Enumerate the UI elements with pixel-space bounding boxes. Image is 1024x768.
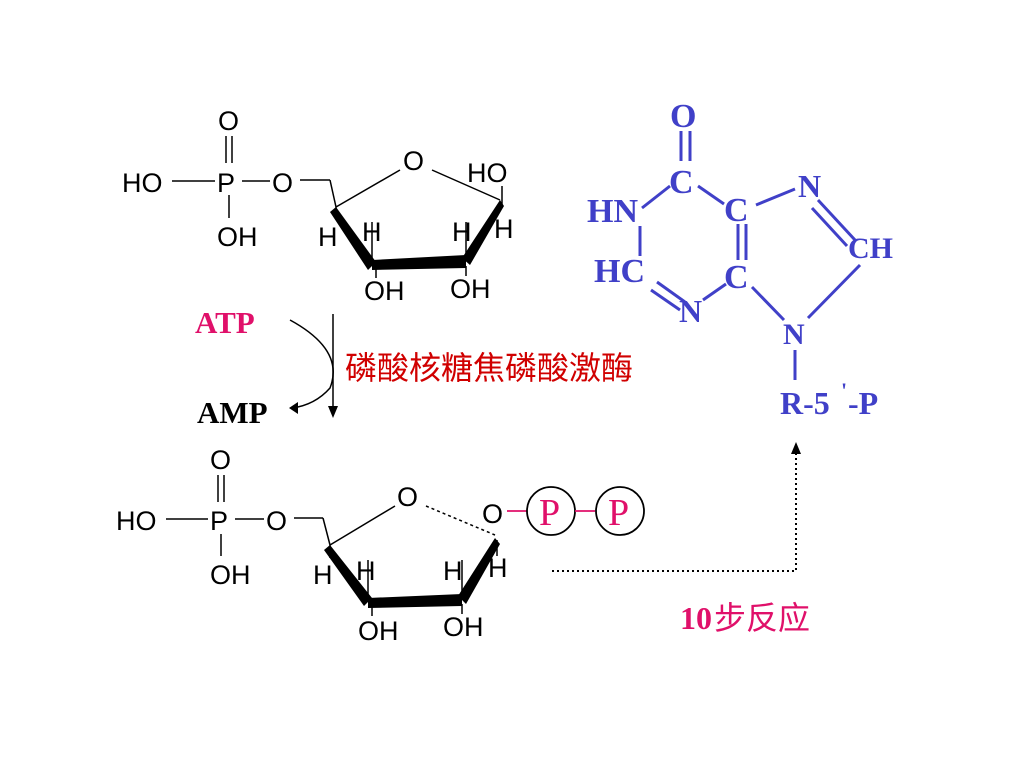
prpp-phosphate-oh: OH: [210, 560, 251, 590]
pyrophosphate-circle-2: [595, 486, 645, 536]
imp-n3-c2-bond-a: [656, 280, 686, 304]
prpp-ringo-c1-bond: [425, 505, 496, 536]
amp-label: AMP: [197, 395, 268, 430]
main-arrow-head: [328, 406, 338, 418]
prpp-c1-h: H: [488, 553, 508, 583]
imp-c4: C: [724, 259, 749, 296]
imp-hc2: HC: [594, 253, 645, 290]
prpp-phosphate-double-o: O: [210, 445, 231, 475]
prpp-c5-c4-bond: [322, 517, 331, 546]
imp-c8-n9-bond: [806, 263, 862, 320]
imp-phosphate: -P: [848, 385, 878, 421]
c2-oh: OH: [450, 274, 491, 304]
imp-n9: N: [783, 318, 805, 351]
imp-c6-n1-bond: [641, 184, 671, 210]
prpp-phosphate-ho: HO: [116, 506, 157, 536]
imp-c4-n9-bond: [750, 285, 786, 322]
prpp-c3-h: H: [356, 556, 376, 586]
pyrophosphate-p2: P: [608, 492, 629, 534]
bridge-oxygen: O: [272, 168, 293, 198]
prpp-c2-c1-wedge: [458, 538, 500, 604]
prpp-c1-oxygen: O: [482, 499, 503, 529]
ringo-c1-bond: [431, 169, 501, 201]
pathway-arrow: 10 步反应: [552, 442, 810, 636]
imp-c6-c5-bond: [697, 184, 725, 206]
prpp-c2-h: H: [443, 556, 463, 586]
prpp-c4-ringo-bond: [329, 505, 396, 546]
imp-n7-c8-bond-a: [816, 198, 857, 242]
imp-n3-c2-bond-b: [650, 288, 681, 312]
c3-oh: OH: [364, 276, 405, 306]
dotted-arrow-head: [791, 442, 801, 454]
imp-hn1: HN: [587, 193, 638, 230]
prpp-c4-h: H: [313, 560, 333, 590]
imp-c5: C: [724, 192, 749, 229]
phosphorus: P: [217, 168, 235, 198]
c3-c2-wedge: [372, 255, 466, 270]
imp-c5-n7-bond: [755, 187, 796, 207]
imp-prime: ': [841, 378, 847, 403]
c2-h: H: [452, 217, 472, 247]
prpp-c3-c2-wedge: [368, 594, 462, 608]
steps-number: 10: [680, 600, 712, 636]
c2-c1-wedge: [462, 200, 504, 265]
imp-n7: N: [798, 168, 821, 204]
prpp-c3-oh: OH: [358, 616, 399, 646]
enzyme-name: 磷酸核糖焦磷酸激酶: [345, 350, 633, 386]
prpp-c2-oh: OH: [443, 612, 484, 642]
atp-label: ATP: [195, 305, 255, 340]
c5-c4-bond: [329, 179, 337, 208]
prpp-ring-oxygen: O: [397, 482, 418, 512]
c1-h: H: [494, 214, 514, 244]
steps-text: 步反应: [714, 600, 810, 636]
prpp: O HO P O OH O O H H H H OH OH P: [116, 445, 645, 646]
c4-h: H: [318, 222, 338, 252]
phosphate-ho: HO: [122, 168, 163, 198]
c1-ho: HO: [467, 158, 508, 188]
imp-ch8: CH: [848, 232, 893, 265]
pyrophosphate-p1: P: [539, 492, 560, 534]
c3-h: H: [362, 217, 382, 247]
prpp-bridge-oxygen: O: [266, 506, 287, 536]
prpp-c4-c3-wedge: [324, 545, 372, 606]
reaction-step: ATP AMP 磷酸核糖焦磷酸激酶: [195, 305, 633, 430]
c4-c3-wedge: [330, 207, 376, 270]
prpp-phosphorus: P: [210, 506, 228, 536]
ribose-5-phosphate: O HO P O OH O HO H H H H OH OH: [122, 106, 514, 306]
phosphate-oh: OH: [217, 222, 258, 252]
curved-arrow-head: [289, 402, 298, 414]
imp-o6: O: [670, 98, 696, 135]
imp-c4-n3-bond: [702, 282, 727, 302]
ring-oxygen: O: [403, 146, 424, 176]
atp-amp-curved-arrow: [289, 319, 334, 409]
dotted-path-line: [552, 452, 797, 572]
imp-ribose-r: R-5: [780, 385, 830, 421]
imp-c6: C: [669, 164, 694, 201]
imp-structure: O C HN C N CH C N N HC R-5 ' -P: [587, 98, 893, 421]
phosphate-double-o: O: [218, 106, 239, 136]
imp-n7-c8-bond-b: [810, 206, 849, 248]
c4-ringo-bond: [335, 169, 401, 208]
